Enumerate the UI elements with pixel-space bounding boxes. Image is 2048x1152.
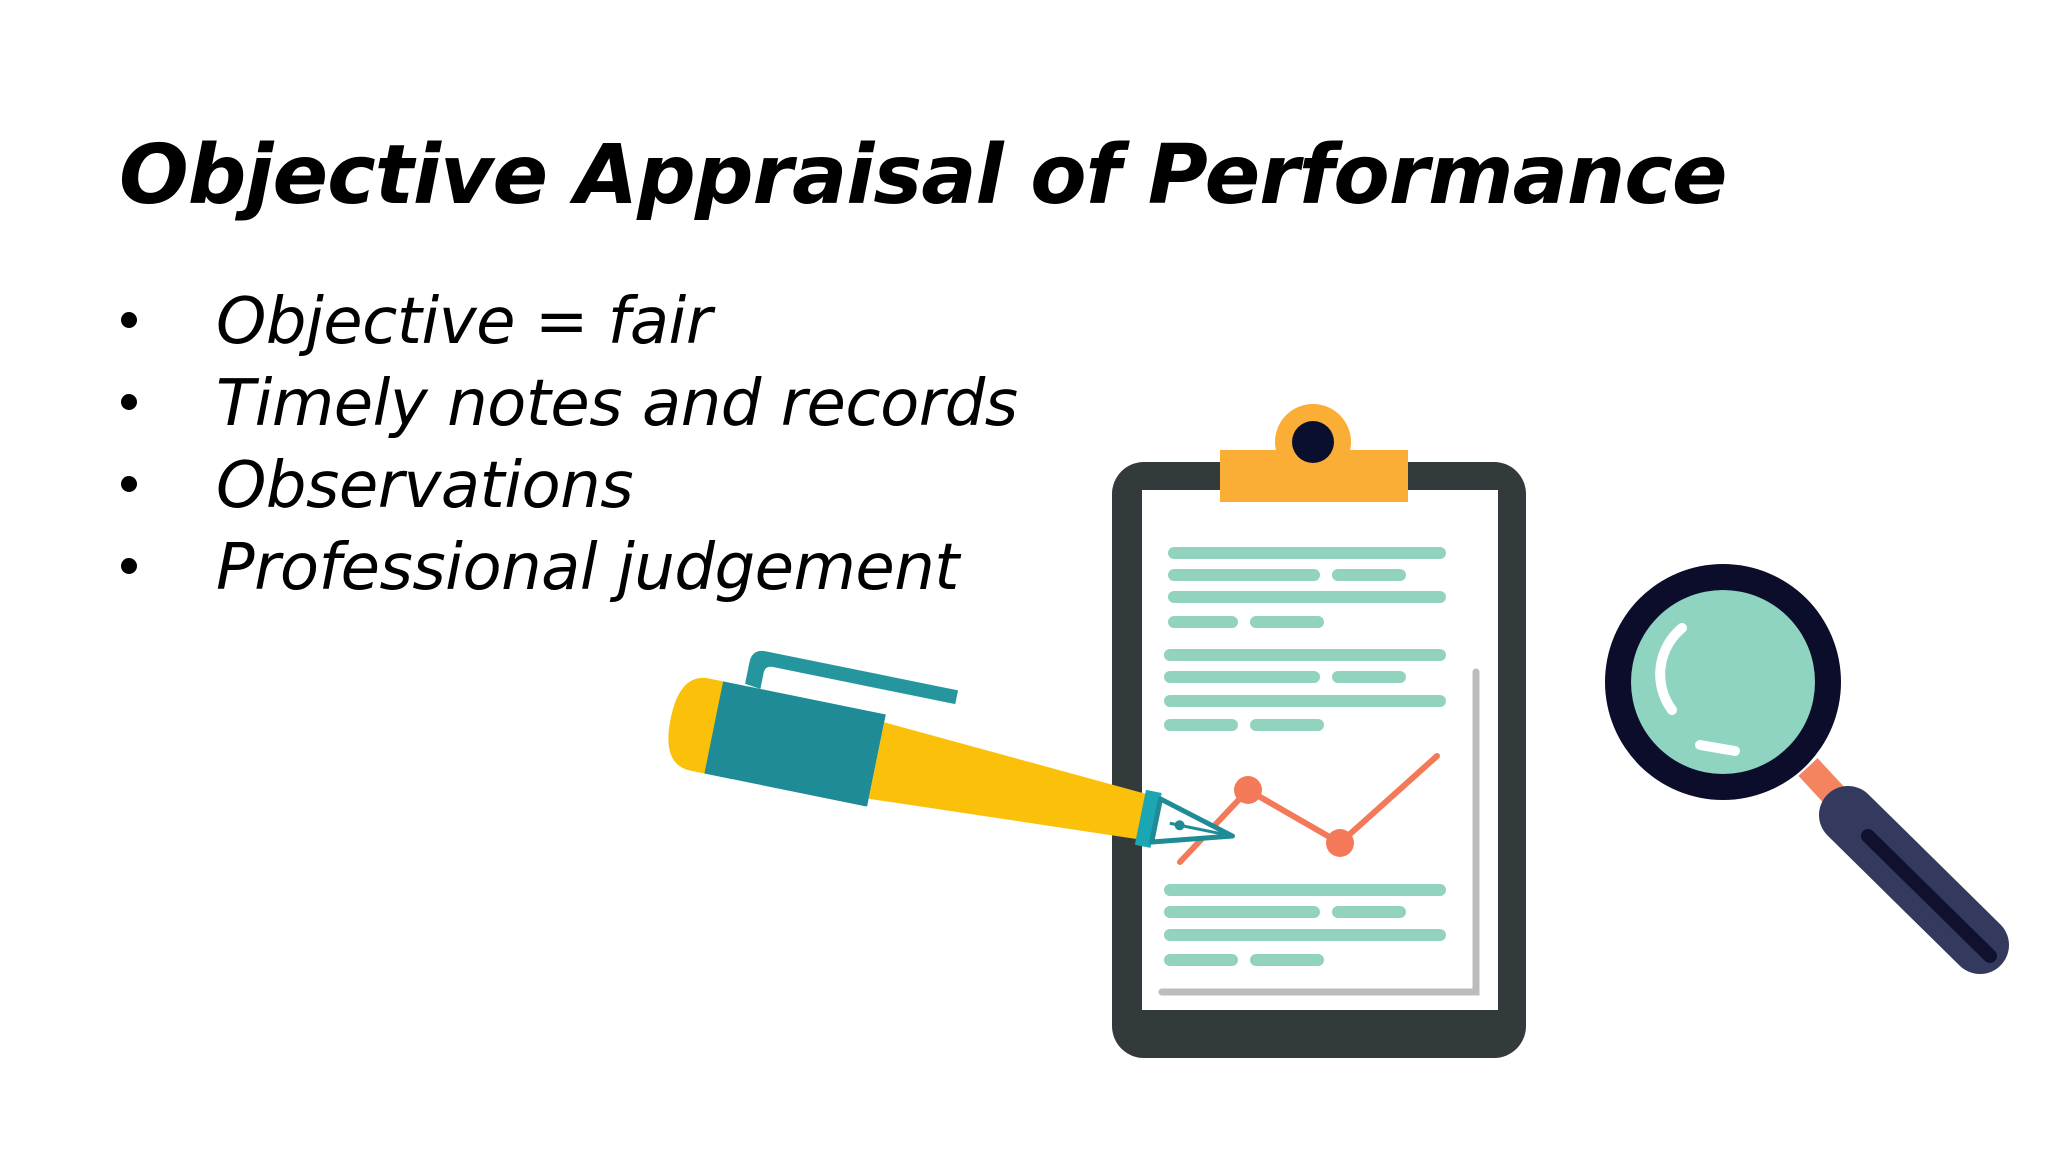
lens-highlight bbox=[1655, 623, 1687, 715]
bullet-text: Timely notes and records bbox=[216, 367, 1018, 441]
pen-section bbox=[1134, 789, 1162, 848]
bullet-dot bbox=[121, 476, 137, 492]
bullet-item-timely-notes: Timely notes and records bbox=[0, 364, 1100, 444]
clipboard-clip-hole bbox=[1292, 421, 1334, 463]
pen-cap bbox=[729, 686, 886, 807]
lens-highlight-small bbox=[1695, 740, 1740, 756]
fountain-pen-icon bbox=[668, 650, 1236, 848]
bullet-item-observations: Observations bbox=[0, 446, 1100, 526]
clipboard-icon bbox=[1112, 404, 1526, 1058]
paper-shadow bbox=[1158, 668, 1480, 996]
pen-clip bbox=[745, 650, 959, 705]
bullet-dot bbox=[121, 394, 137, 410]
pen-barrel bbox=[868, 722, 1148, 840]
bullet-text: Professional judgement bbox=[216, 531, 959, 605]
bullet-dot bbox=[121, 312, 137, 328]
magnifier-handle-shadow bbox=[1861, 829, 1997, 963]
bullet-text: Objective = fair bbox=[216, 285, 712, 359]
pen-cap-band bbox=[704, 681, 751, 780]
slide-title: Objective Appraisal of Performance bbox=[119, 128, 1728, 223]
bullet-item-professional-judgement: Professional judgement bbox=[0, 528, 1100, 608]
magnifying-glass-icon bbox=[1605, 564, 2009, 974]
bullet-text: Observations bbox=[216, 449, 634, 523]
text-lines bbox=[1164, 547, 1446, 966]
bullet-item-objective: Objective = fair bbox=[0, 282, 1100, 362]
bullet-dot bbox=[121, 558, 137, 574]
